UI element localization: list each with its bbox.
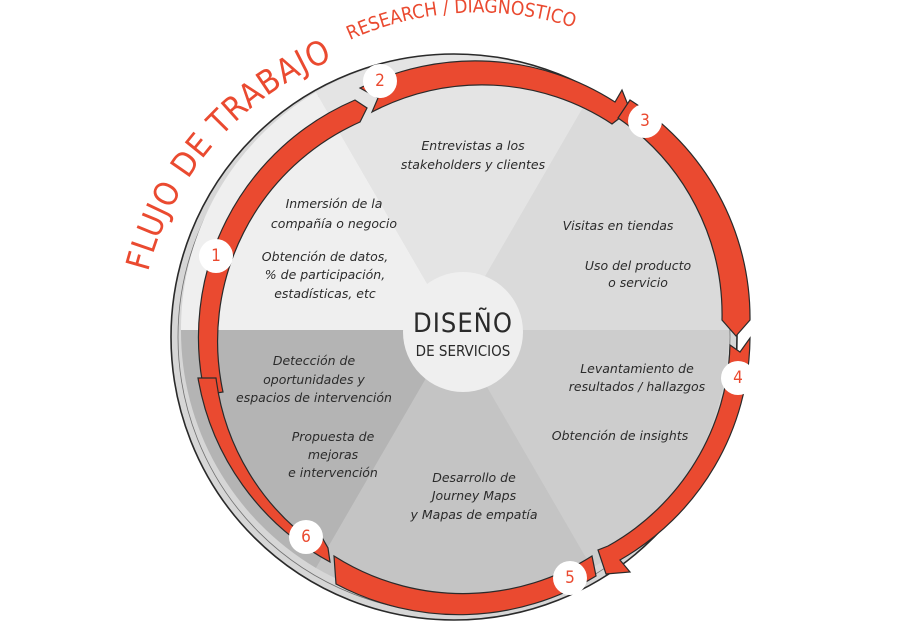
segment-6-text: Detección de oportunidades y espacios de… [236,353,392,480]
center-title: DISEÑO [413,307,513,339]
svg-text:compañía o negocio: compañía o negocio [271,216,397,231]
svg-text:Detección de: Detección de [273,353,356,368]
segment-2-wedge [316,55,592,331]
svg-text:Obtención de insights: Obtención de insights [552,428,689,443]
svg-text:mejoras: mejoras [308,447,359,462]
step-badge-2: 2 [363,64,397,98]
segment-3-text: Visitas en tiendas Uso del producto o se… [563,218,692,290]
svg-text:6: 6 [301,527,311,547]
step-badge-6: 6 [289,520,323,554]
arrow-segment-1 [197,99,368,396]
segment-1-text: Inmersión de la compañía o negocio Obten… [262,196,398,301]
step-badges: 1 2 3 4 5 6 [199,64,755,595]
center-subtitle: DE SERVICIOS [416,342,511,360]
svg-text:1: 1 [211,246,221,266]
svg-text:Uso del producto: Uso del producto [585,258,692,273]
step-badge-5: 5 [553,561,587,595]
svg-text:espacios de intervención: espacios de intervención [236,390,392,405]
diagram-subtitle: RESEARCH / DIAGNÓSTICO [343,0,579,45]
segment-5-wedge [316,330,592,605]
svg-text:resultados / hallazgos: resultados / hallazgos [569,379,706,394]
svg-text:2: 2 [375,71,385,91]
segment-5-text: Desarrollo de Journey Maps y Mapas de em… [410,470,538,522]
svg-text:o servicio: o servicio [608,275,668,290]
arrow-segment-5 [333,554,597,616]
step-badge-1: 1 [199,239,233,273]
svg-text:Levantamiento de: Levantamiento de [580,361,694,376]
segment-wedges [180,55,729,605]
svg-text:Obtención de datos,: Obtención de datos, [262,249,388,264]
svg-text:oportunidades y: oportunidades y [263,372,365,387]
segment-4-text: Levantamiento de resultados / hallazgos … [552,361,706,443]
segment-1-wedge [180,92,454,330]
svg-text:% de participación,: % de participación, [265,267,385,282]
svg-text:5: 5 [565,568,575,588]
svg-text:4: 4 [733,368,743,388]
step-badge-4: 4 [721,361,755,395]
svg-text:Desarrollo de: Desarrollo de [432,470,516,485]
svg-text:Propuesta de: Propuesta de [292,429,375,444]
segment-2-text: Entrevistas a los stakeholders y cliente… [401,138,546,172]
segment-6-wedge [180,330,455,568]
svg-text:3: 3 [640,111,650,131]
svg-text:Entrevistas a los: Entrevistas a los [421,138,525,153]
svg-text:Inmersión de la: Inmersión de la [286,196,383,211]
step-badge-3: 3 [628,104,662,138]
svg-text:e intervención: e intervención [288,465,378,480]
arrow-segment-6 [197,377,331,564]
svg-text:estadísticas, etc: estadísticas, etc [274,286,376,301]
svg-text:stakeholders y clientes: stakeholders y clientes [401,157,546,172]
center-hub: DISEÑO DE SERVICIOS [403,272,523,392]
svg-text:y Mapas de empatía: y Mapas de empatía [410,507,538,522]
svg-text:Visitas en tiendas: Visitas en tiendas [563,218,674,233]
svg-text:Journey Maps: Journey Maps [429,488,517,503]
